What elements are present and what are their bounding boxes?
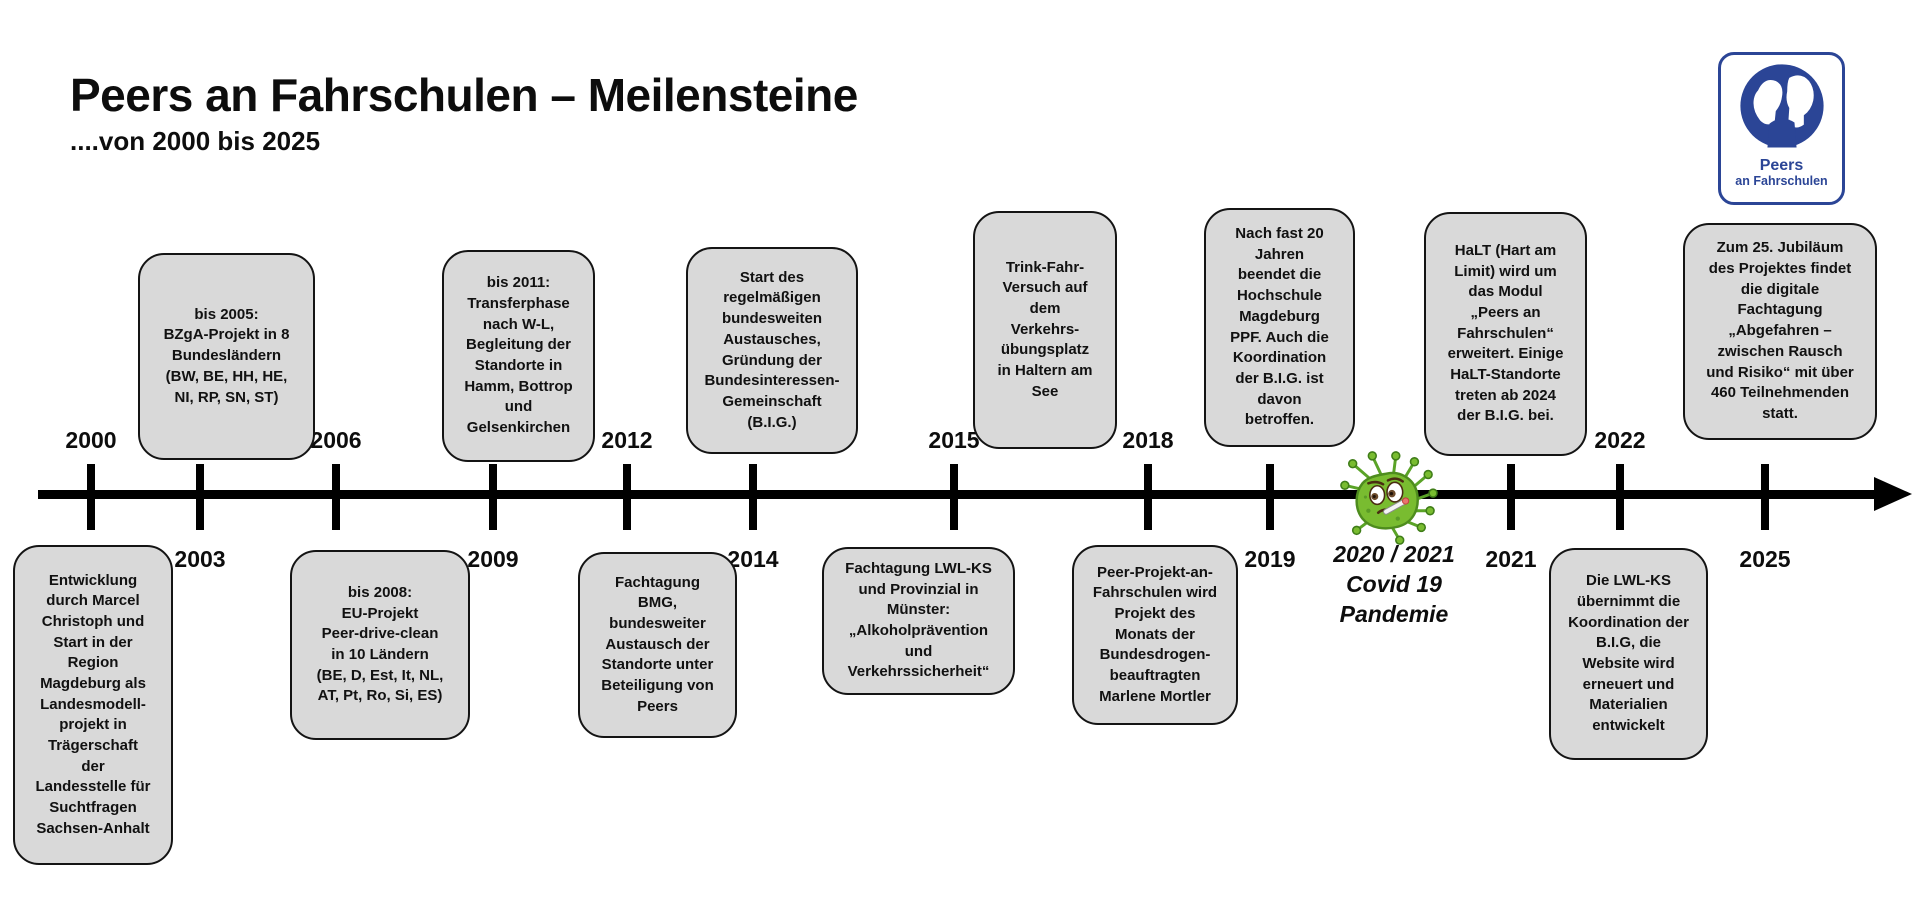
tick-2019	[1266, 464, 1274, 530]
milestone-box-bottom-5: Peer-Projekt-an- Fahrschulen wird Projek…	[1072, 545, 1238, 725]
year-label-2019: 2019	[1244, 546, 1296, 572]
year-label-2012: 2012	[601, 427, 653, 453]
year-label-2025: 2025	[1739, 546, 1791, 572]
tick-2022	[1616, 464, 1624, 530]
tick-2018	[1144, 464, 1152, 530]
milestone-box-top-7: Zum 25. Jubiläum des Projektes findet di…	[1683, 223, 1877, 440]
milestone-box-bottom-1: Entwicklung durch Marcel Christoph und S…	[13, 545, 173, 865]
logo-name: Peers	[1759, 157, 1804, 174]
year-label-2003: 2003	[174, 546, 226, 572]
timeline-axis	[38, 490, 1878, 499]
year-label-2009: 2009	[467, 546, 519, 572]
year-label-2018: 2018	[1122, 427, 1174, 453]
milestone-box-top-4: Trink-Fahr- Versuch auf dem Verkehrs- üb…	[973, 211, 1117, 449]
peers-logo: Peers an Fahrschulen	[1718, 52, 1845, 205]
tick-2014	[749, 464, 757, 530]
year-label-2021: 2021	[1485, 546, 1537, 572]
milestone-box-top-2: bis 2011: Transferphase nach W-L, Beglei…	[442, 250, 595, 462]
logo-subname: an Fahrschulen	[1735, 173, 1828, 188]
year-label-2015: 2015	[928, 427, 980, 453]
tick-2009	[489, 464, 497, 530]
tick-2006	[332, 464, 340, 530]
tick-2012	[623, 464, 631, 530]
milestone-box-top-5: Nach fast 20 Jahren beendet die Hochschu…	[1204, 208, 1355, 447]
milestone-box-bottom-6: Die LWL-KS übernimmt die Koordination de…	[1549, 548, 1708, 760]
milestone-box-top-3: Start des regelmäßigen bundesweiten Aust…	[686, 247, 858, 454]
covid-annotation: 2020 / 2021 Covid 19 Pandemie	[1333, 541, 1455, 627]
tick-2021	[1507, 464, 1515, 530]
tick-2000	[87, 464, 95, 530]
tick-2003	[196, 464, 204, 530]
tick-2025	[1761, 464, 1769, 530]
year-label-2000: 2000	[65, 427, 117, 453]
page-title: Peers an Fahrschulen – Meilensteine	[70, 69, 858, 121]
year-label-2006: 2006	[310, 427, 362, 453]
timeline-arrowhead-icon	[1874, 477, 1912, 511]
milestone-box-bottom-3: Fachtagung BMG, bundesweiter Austausch d…	[578, 552, 737, 738]
year-label-2014: 2014	[727, 546, 779, 572]
milestone-box-top-6: HaLT (Hart am Limit) wird um das Modul „…	[1424, 212, 1587, 456]
year-label-2022: 2022	[1594, 427, 1646, 453]
two-heads-icon	[1739, 64, 1824, 148]
page-subtitle: ....von 2000 bis 2025	[70, 126, 321, 156]
milestone-box-bottom-2: bis 2008: EU-Projekt Peer-drive-clean in…	[290, 550, 470, 740]
milestone-box-bottom-4: Fachtagung LWL-KS und Provinzial in Müns…	[822, 547, 1015, 695]
tick-2015	[950, 464, 958, 530]
coronavirus-icon	[1340, 451, 1438, 545]
milestone-box-top-1: bis 2005: BZgA-Projekt in 8 Bundesländer…	[138, 253, 315, 460]
